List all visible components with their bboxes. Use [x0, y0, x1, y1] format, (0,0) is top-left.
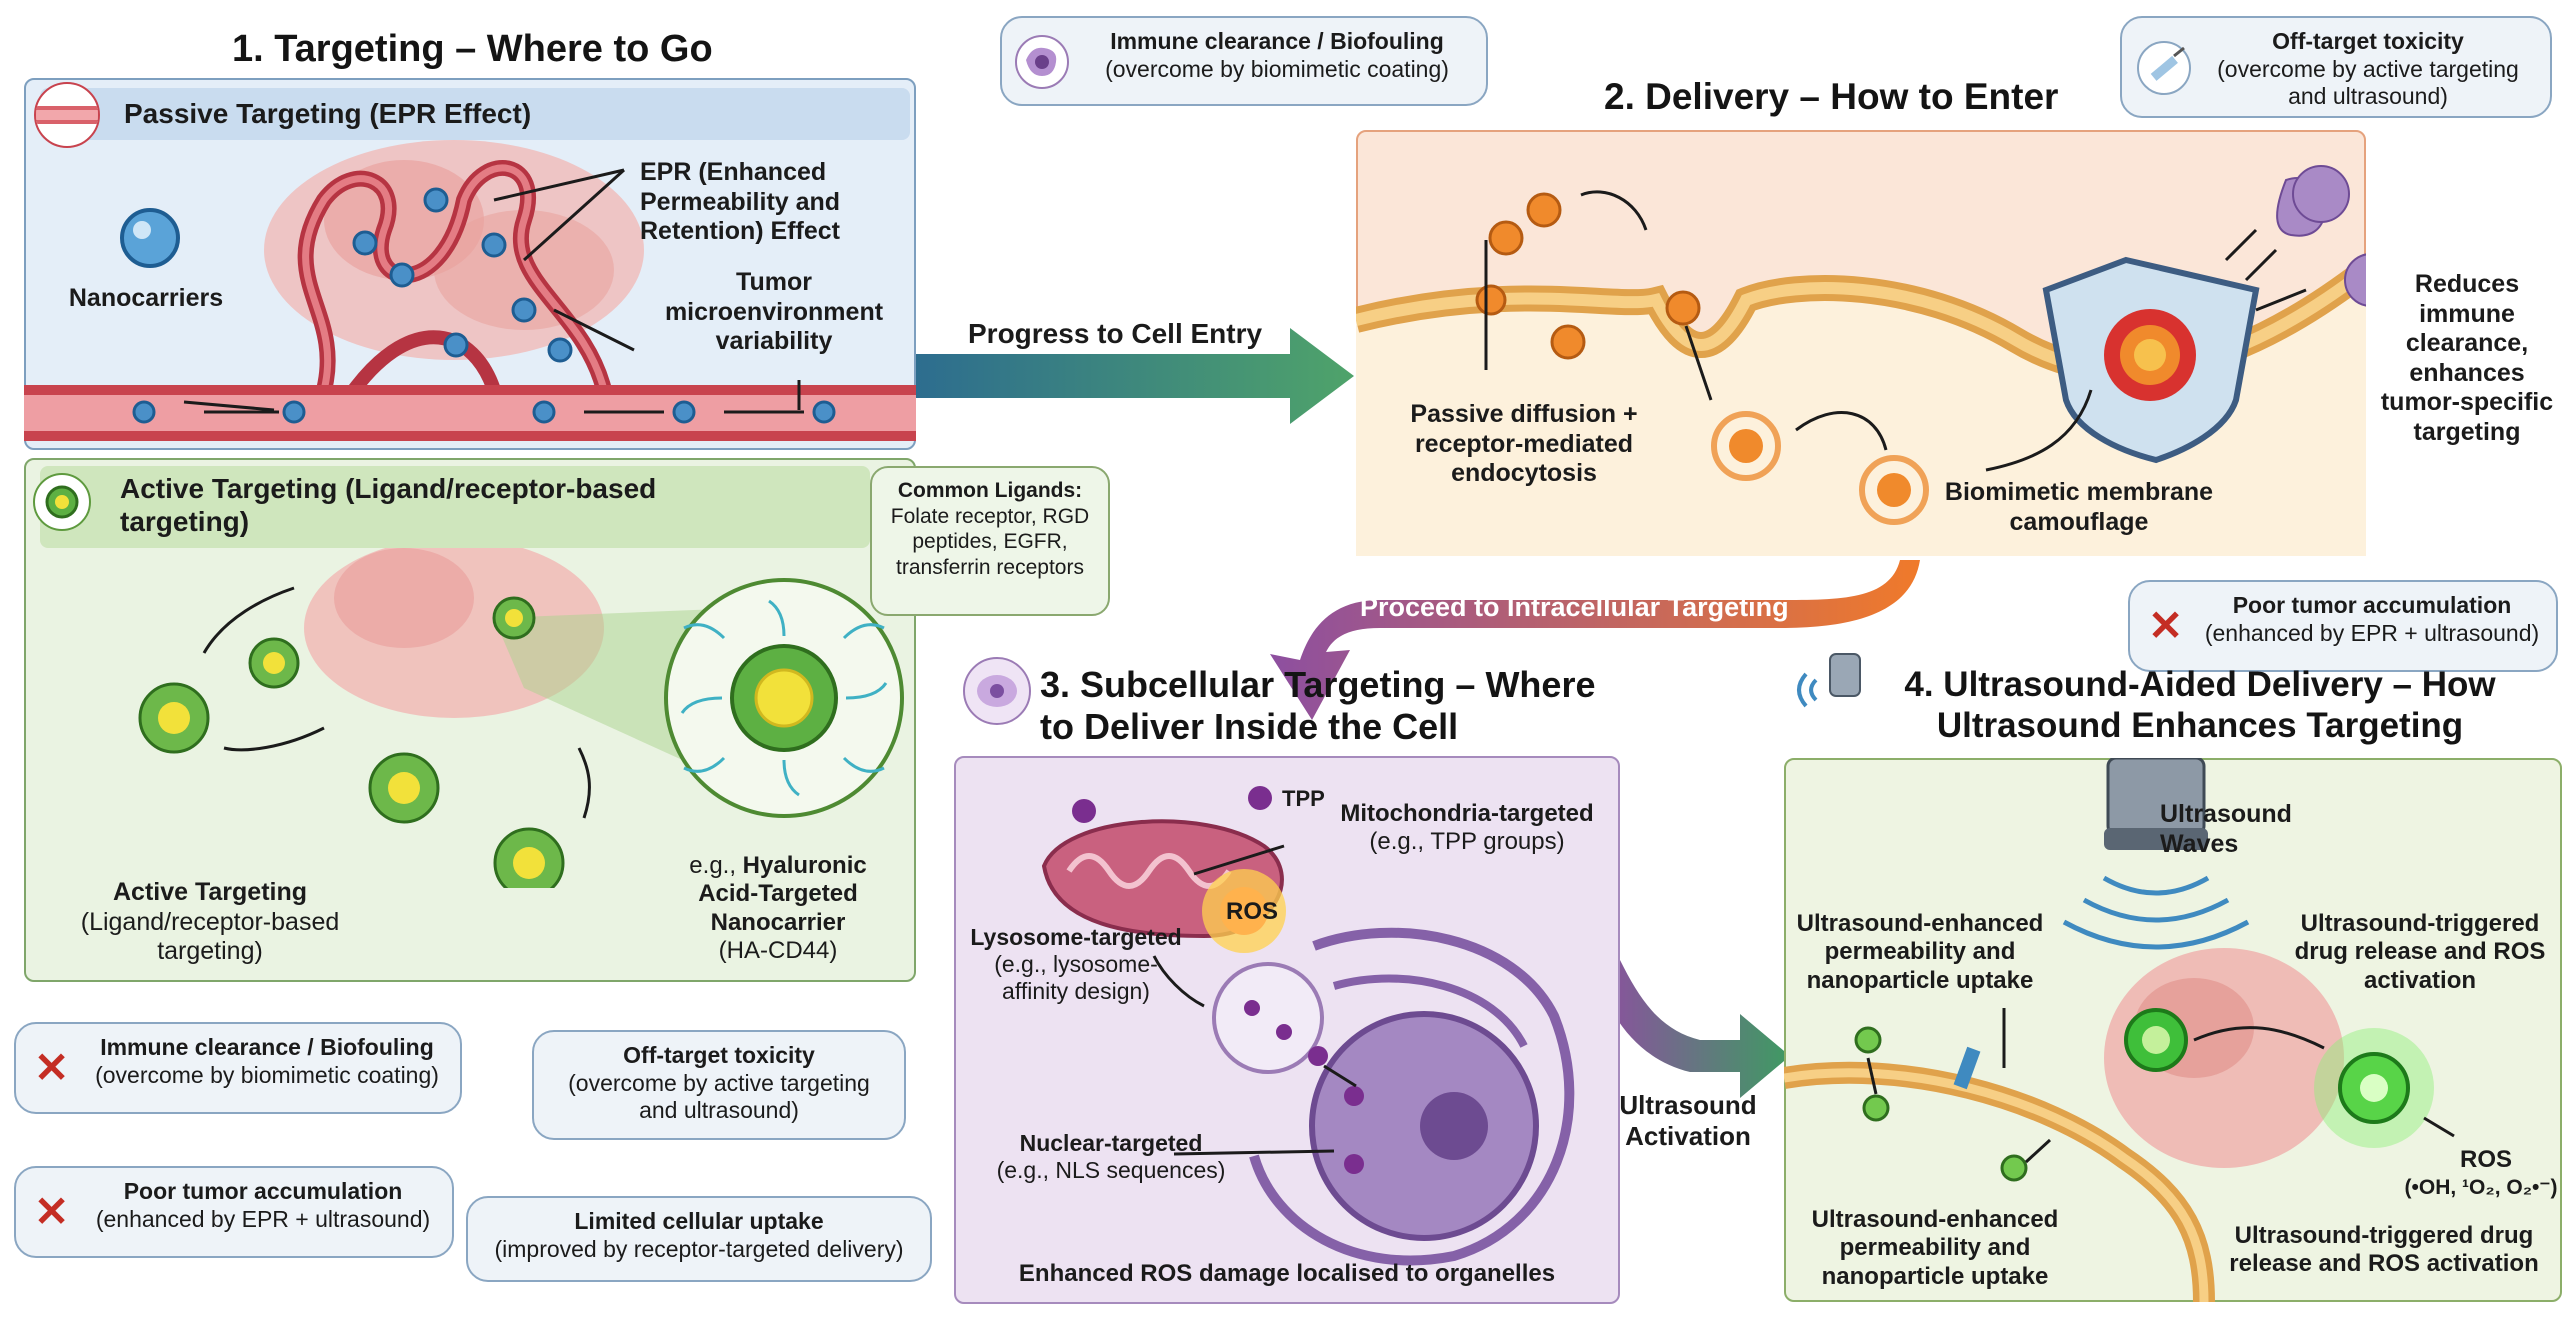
ultrasound-activation-label: Ultrasound Activation: [1619, 1090, 1757, 1151]
active-targeting-title: Active Targeting: [112, 878, 308, 906]
x-mark-icon: ✕: [34, 1044, 70, 1091]
poor-title-right: Poor tumor accumulation: [2232, 592, 2512, 618]
lyso-title: Lysosome-targeted: [970, 924, 1182, 950]
passive-header-label: Passive Targeting (EPR Effect): [124, 98, 532, 129]
challenge-offtarget-left: Off-target toxicity (overcome by active …: [532, 1030, 906, 1140]
ha-nanocarrier-caption: e.g., Hyaluronic Acid-Targeted Nanocarri…: [668, 852, 888, 965]
tpp-label: TPP: [1282, 786, 1325, 811]
immune-title: Immune clearance / Biofouling: [100, 1034, 434, 1060]
nanocarriers-label: Nanocarriers: [68, 284, 224, 312]
ultrasound-waves-label: Ultrasound Waves: [2160, 800, 2292, 858]
cell-icon: [962, 656, 1032, 726]
active-targeting-sub: (Ligand/receptor-based targeting): [80, 907, 340, 966]
triggered-top-label: Ultrasound-triggered drug release and RO…: [2294, 910, 2546, 994]
tumor-microenvironment-label: Tumor microenvironment variability: [664, 268, 884, 355]
passive-header-bar: [40, 88, 910, 140]
offtarget-sub: (overcome by active targeting and ultras…: [568, 1069, 870, 1124]
active-targeting-illustration: [138, 548, 904, 888]
subcellular-footer: Enhanced ROS damage localised to organel…: [1018, 1260, 1556, 1287]
macrophage-icon: [1015, 35, 1069, 89]
progress-cell-entry-label: Progress to Cell Entry: [968, 318, 1263, 349]
nuclear-sub: (e.g., NLS sequences): [996, 1157, 1226, 1184]
triggered-bottom-label: Ultrasound-triggered drug release and RO…: [2229, 1222, 2539, 1278]
enhanced-top-label: Ultrasound-enhanced permeability and nan…: [1796, 910, 2044, 994]
immune-sub: (overcome by biomimetic coating): [95, 1061, 439, 1088]
syringe-icon: [2137, 41, 2191, 95]
challenge-immune-left: ✕ Immune clearance / Biofouling (overcom…: [14, 1022, 462, 1114]
poor-sub-left: (enhanced by EPR + ultrasound): [95, 1205, 431, 1232]
lysosome-icon: [1212, 962, 1324, 1074]
challenge-immune-top: Immune clearance / Biofouling (overcome …: [1000, 16, 1488, 106]
ultrasound-probe-icon: [1796, 650, 1876, 720]
nanoparticle-icon: [32, 472, 92, 532]
common-ligands-bubble: Common Ligands: Folate receptor, RGD pep…: [870, 466, 1110, 616]
section2-title: 2. Delivery – How to Enter: [1604, 76, 2059, 117]
ros-species-label: (•OH, ¹O₂, O₂•⁻): [2404, 1176, 2558, 1199]
challenge-poor-right: ✕ Poor tumor accumulation (enhanced by E…: [2128, 580, 2558, 672]
active-header-bar: [40, 466, 870, 548]
ros-label: ROS: [2459, 1146, 2512, 1173]
offtarget-title-top: Off-target toxicity: [2272, 28, 2464, 54]
mito-sub: (e.g., TPP groups): [1369, 828, 1565, 856]
reduces-clearance-label: Reduces immune clearance, enhances tumor…: [2380, 270, 2554, 446]
proceed-intracellular-label: Proceed to Intracellular Targeting: [1360, 592, 1789, 622]
biomimetic-label: Biomimetic membrane camouflage: [1944, 478, 2214, 536]
section3-title: 3. Subcellular Targeting – Where to Deli…: [1040, 664, 1596, 748]
challenge-offtarget-top: Off-target toxicity (overcome by active …: [2120, 16, 2552, 118]
offtarget-title: Off-target toxicity: [623, 1042, 815, 1068]
lyso-sub: (e.g., lysosome-affinity design): [994, 951, 1158, 1005]
x-mark-icon: ✕: [34, 1188, 70, 1235]
nuclear-label: Nuclear-targeted (e.g., NLS sequences): [966, 1130, 1256, 1184]
x-mark-icon: ✕: [2148, 602, 2184, 649]
poor-title-left: Poor tumor accumulation: [123, 1178, 403, 1204]
offtarget-sub-top: (overcome by active targeting and ultras…: [2217, 55, 2519, 110]
section4-title: 4. Ultrasound-Aided Delivery – How Ultra…: [1904, 665, 2496, 746]
poor-sub-right: (enhanced by EPR + ultrasound): [2204, 619, 2540, 646]
common-ligands-title: Common Ligands:: [897, 479, 1083, 502]
mito-title: Mitochondria-targeted: [1340, 800, 1594, 827]
active-header-label: Active Targeting (Ligand/receptor-based …: [120, 473, 657, 538]
challenge-limited-uptake: Limited cellular uptake (improved by rec…: [466, 1196, 932, 1282]
section1-title: 1. Targeting – Where to Go: [232, 28, 713, 70]
lyso-label: Lysosome-targeted (e.g., lysosome-affini…: [966, 924, 1186, 1005]
passive-diffusion-label: Passive diffusion + receptor-mediated en…: [1410, 400, 1638, 487]
blood-vessel-icon: [34, 82, 100, 148]
common-ligands-body: Folate receptor, RGD peptides, EGFR, tra…: [890, 504, 1090, 579]
ha-bold-label: Hyaluronic Acid-Targeted Nanocarrier: [698, 852, 867, 936]
organelle-illustration: [1041, 786, 1575, 1266]
ros-label-sub: ROS: [1226, 898, 1279, 925]
limited-sub: (improved by receptor-targeted delivery): [494, 1235, 904, 1262]
ha-prefix: e.g.,: [689, 852, 743, 879]
nuclear-title: Nuclear-targeted: [1019, 1130, 1203, 1156]
membrane-illustration: [1356, 165, 2366, 556]
epr-effect-label: EPR (Enhanced Permeability and Retention…: [640, 158, 841, 245]
active-targeting-caption: Active Targeting (Ligand/receptor-based …: [60, 878, 360, 967]
immune-sub-top: (overcome by biomimetic coating): [1105, 55, 1449, 82]
challenge-poor-left: ✕ Poor tumor accumulation (enhanced by E…: [14, 1166, 454, 1258]
ha-suffix: (HA-CD44): [718, 936, 838, 964]
nucleus-icon: [1249, 927, 1575, 1266]
immune-title-top: Immune clearance / Biofouling: [1110, 28, 1444, 54]
limited-title: Limited cellular uptake: [574, 1208, 824, 1234]
ultrasound-illustration: [1784, 758, 2455, 1302]
enhanced-bottom-label: Ultrasound-enhanced permeability and nan…: [1811, 1206, 2059, 1290]
mito-label: Mitochondria-targeted (e.g., TPP groups): [1322, 800, 1612, 857]
epr-illustration: [24, 140, 916, 441]
